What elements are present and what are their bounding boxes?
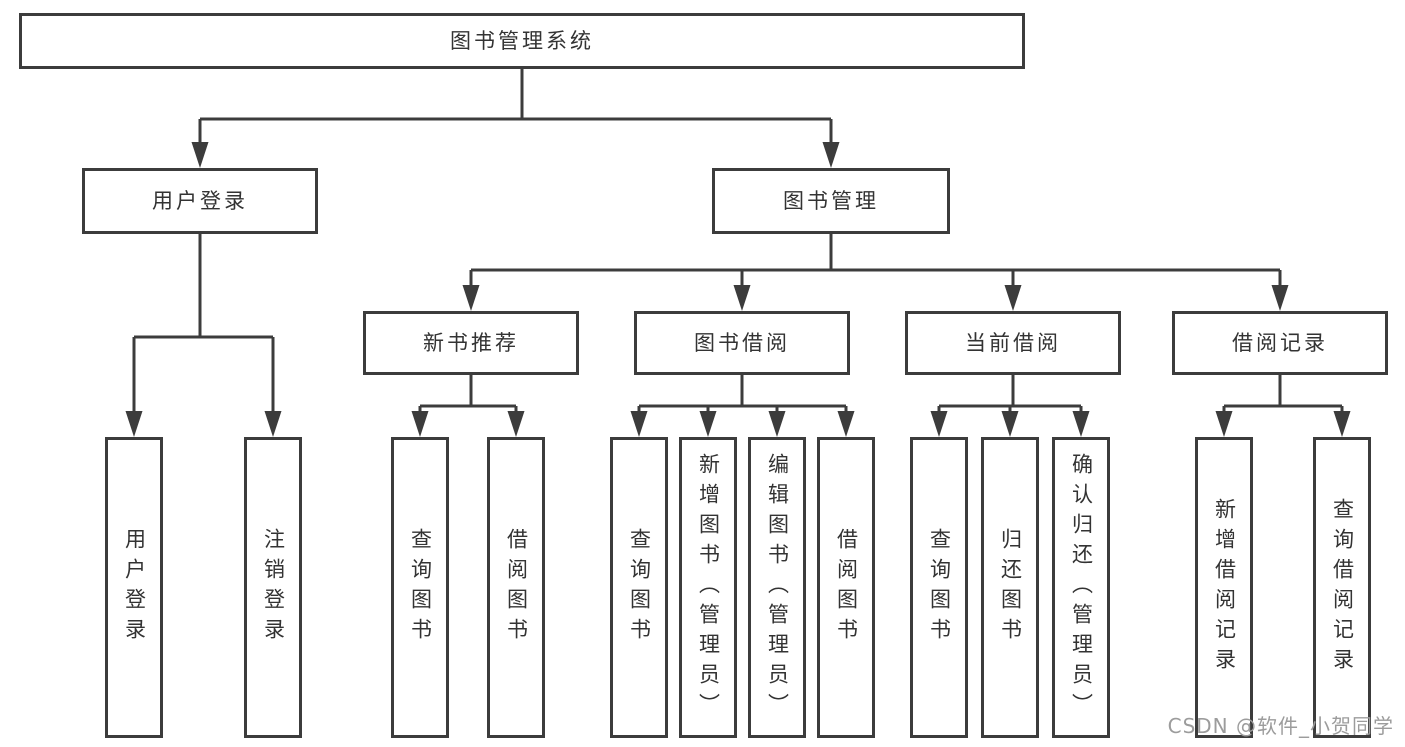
leaf-add-books-admin: 新增图书（管理员）: [679, 437, 737, 738]
leaf-query-books-recommend: 查询图书: [391, 437, 449, 738]
arrow-down-icon: [411, 411, 429, 437]
arrow-down-icon: [837, 411, 855, 437]
arrow-down-icon: [699, 411, 717, 437]
node-book-borrowing: 图书借阅: [634, 311, 850, 375]
arrow-down-icon: [462, 285, 480, 311]
csdn-watermark: CSDN @软件_小贺同学: [1167, 714, 1394, 738]
node-borrowing-records: 借阅记录: [1172, 311, 1388, 375]
arrow-down-icon: [822, 142, 840, 168]
arrow-down-icon: [768, 411, 786, 437]
arrow-down-icon: [733, 285, 751, 311]
arrow-down-icon: [507, 411, 525, 437]
arrow-down-icon: [264, 411, 282, 437]
arrow-down-icon: [930, 411, 948, 437]
leaf-borrow-books-recommend: 借阅图书: [487, 437, 545, 738]
leaf-edit-books-admin: 编辑图书（管理员）: [748, 437, 806, 738]
arrow-down-icon: [1001, 411, 1019, 437]
arrow-down-icon: [125, 411, 143, 437]
arrow-down-icon: [1215, 411, 1233, 437]
leaf-add-borrow-record: 新增借阅记录: [1195, 437, 1253, 738]
connector-login-to-leaves: [132, 234, 275, 414]
arrow-down-icon: [1271, 285, 1289, 311]
connector-current-to-leaves: [937, 375, 1083, 414]
node-current-borrowing: 当前借阅: [905, 311, 1121, 375]
node-new-book-recommend: 新书推荐: [363, 311, 579, 375]
connector-record-to-leaves: [1222, 375, 1344, 414]
arrow-down-icon: [191, 142, 209, 168]
leaf-logout: 注销登录: [244, 437, 302, 738]
node-library-system: 图书管理系统: [19, 13, 1025, 69]
connector-mgmt-to-level3: [469, 234, 1282, 288]
arrow-down-icon: [1004, 285, 1022, 311]
leaf-return-books: 归还图书: [981, 437, 1039, 738]
leaf-query-borrow-record: 查询借阅记录: [1313, 437, 1371, 738]
connector-borrow-to-leaves: [637, 375, 848, 414]
arrow-down-icon: [1072, 411, 1090, 437]
arrow-down-icon: [1333, 411, 1351, 437]
node-book-management: 图书管理: [712, 168, 950, 234]
connector-root-to-level2: [198, 68, 833, 145]
leaf-borrow-books-borrowing: 借阅图书: [817, 437, 875, 738]
arrow-down-icon: [630, 411, 648, 437]
leaf-user-login: 用户登录: [105, 437, 163, 738]
node-user-login: 用户登录: [82, 168, 318, 234]
connector-newbook-to-leaves: [418, 375, 518, 414]
leaf-query-books-borrowing: 查询图书: [610, 437, 668, 738]
arrowheads: [125, 142, 1351, 437]
leaf-query-books-current: 查询图书: [910, 437, 968, 738]
leaf-confirm-return-admin: 确认归还（管理员）: [1052, 437, 1110, 738]
